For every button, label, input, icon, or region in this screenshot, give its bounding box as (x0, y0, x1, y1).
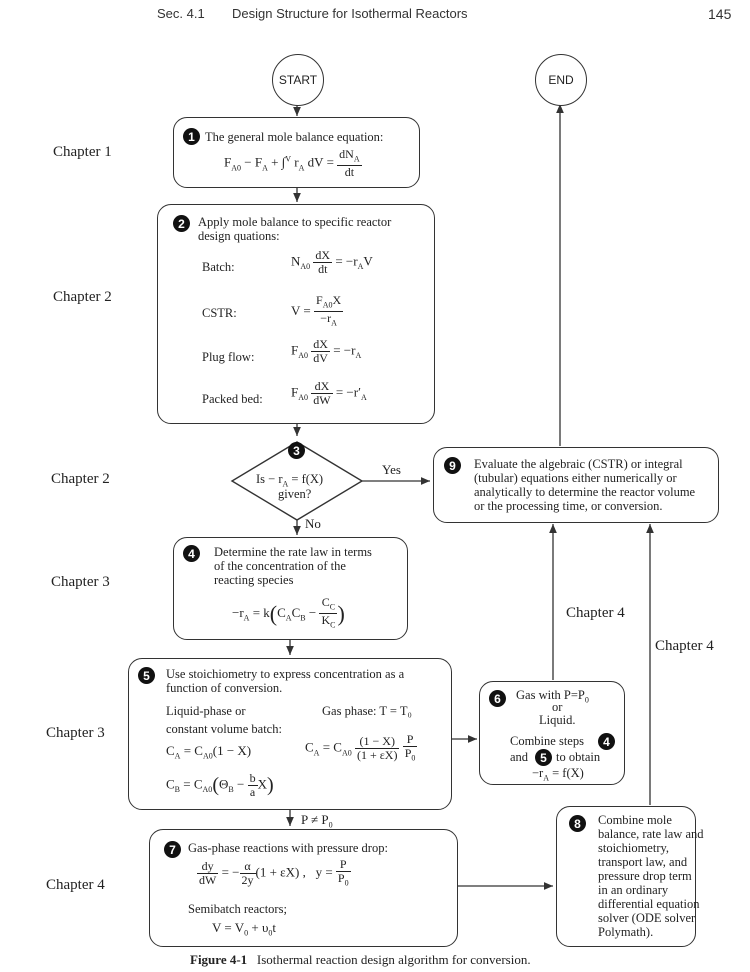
step4-rate-law-box: 4 Determine the rate law in terms of the… (173, 537, 408, 640)
semibatch-equation: V = V0 + υ0t (212, 920, 277, 938)
decision-line2: given? (278, 487, 312, 501)
packed-bed-label: Packed bed: (202, 392, 263, 406)
step5-stoichiometry-box: 5 Use stoichiometry to express concentra… (128, 658, 452, 810)
step6-line5: and (510, 750, 529, 764)
liquid-phase-line1: Liquid-phase or (166, 704, 246, 718)
step-number-7: 7 (164, 841, 181, 858)
step2-title-line2: design quations: (198, 229, 280, 243)
step7-pressure-drop-box: 7 Gas-phase reactions with pressure drop… (149, 829, 458, 947)
step6-ref-4: 4 (598, 733, 615, 750)
section-number: Sec. 4.1 (157, 6, 205, 21)
semibatch-label: Semibatch reactors; (188, 902, 287, 916)
section-title: Design Structure for Isothermal Reactors (232, 6, 468, 21)
step4-line3: reacting species (214, 573, 294, 587)
chapter-label-3: Chapter 3 (51, 574, 110, 590)
step9-line3: analytically to determine the reactor vo… (474, 485, 696, 499)
step6-line6: to obtain (556, 750, 601, 764)
start-node: START (272, 54, 324, 106)
plug-flow-label: Plug flow: (202, 350, 255, 364)
step6-line3: Liquid. (539, 713, 576, 727)
figure-caption: Figure 4-1 Isothermal reaction design al… (190, 952, 531, 968)
step1-mole-balance-box: 1 The general mole balance equation: FA0… (173, 117, 420, 188)
step-number-6: 6 (489, 690, 506, 707)
figure-caption-text: Isothermal reaction design algorithm for… (256, 952, 531, 967)
step-number-3: 3 (288, 442, 305, 459)
step6-line4: Combine steps (510, 734, 584, 748)
step-number-2: 2 (173, 215, 190, 232)
cstr-equation: V = FA0X−rA (291, 293, 344, 328)
step6-line7: −rA = f(X) (532, 766, 584, 783)
step8-line9: Polymath). (598, 925, 654, 939)
step9-line2: (tubular) equations either numerically o… (474, 471, 677, 485)
chapter-label-1: Chapter 1 (53, 144, 112, 160)
chapter-label-3b: Chapter 3 (46, 725, 105, 741)
decision-line1: Is − rA = f(X) (256, 472, 324, 489)
step8-line7: differential equation (598, 897, 700, 911)
step7-title: Gas-phase reactions with pressure drop: (188, 841, 388, 855)
no-label: No (305, 516, 321, 531)
page-number: 145 (708, 6, 732, 22)
step6-line2: or (552, 700, 563, 714)
step9-line4: or the processing time, or conversion. (474, 499, 663, 513)
step6-ref-5: 5 (535, 749, 552, 766)
step2-title-line1: Apply mole balance to specific reactor (198, 215, 392, 229)
liquid-phase-line2: constant volume batch: (166, 722, 282, 736)
step-number-8: 8 (569, 815, 586, 832)
step-number-5: 5 (138, 667, 155, 684)
step8-line5: pressure drop term (598, 869, 692, 883)
end-node: END (535, 54, 587, 106)
yes-label: Yes (382, 462, 401, 477)
chapter-label-4: Chapter 4 (46, 877, 105, 893)
step8-line6: in an ordinary (598, 883, 669, 897)
step6-line1: Gas with P=P0 (516, 688, 589, 705)
step-number-4: 4 (183, 545, 200, 562)
step4-line1: Determine the rate law in terms (214, 545, 372, 559)
start-label: START (278, 73, 318, 87)
batch-label: Batch: (202, 260, 235, 274)
step8-line3: stoichiometry, (598, 841, 670, 855)
step5-title-line1: Use stoichiometry to express concentrati… (166, 667, 405, 681)
gas-phase-label: Gas phase: T = T₀ (322, 704, 412, 718)
side-chapter-label-4a: Chapter 4 (566, 605, 625, 621)
step4-line2: of the concentration of the (214, 559, 346, 573)
step8-line8: solver (ODE solver (598, 911, 696, 925)
chapter-label-2: Chapter 2 (53, 289, 112, 305)
step8-line1: Combine mole (598, 813, 672, 827)
step-number-1: 1 (183, 128, 200, 145)
cstr-label: CSTR: (202, 306, 237, 320)
step6-combine-box: 6 Gas with P=P0 or Liquid. Combine steps… (479, 681, 625, 785)
step5-title-line2: function of conversion. (166, 681, 283, 695)
step8-line4: transport law, and (598, 855, 688, 869)
step2-design-equations-box: 2 Apply mole balance to specific reactor… (157, 204, 435, 424)
decision-diamond (230, 441, 364, 521)
step9-evaluate-box: 9 Evaluate the algebraic (CSTR) or integ… (433, 447, 719, 523)
step1-title: The general mole balance equation: (205, 130, 384, 144)
end-label: END (548, 73, 574, 87)
side-chapter-label-4b: Chapter 4 (655, 638, 714, 654)
step9-line1: Evaluate the algebraic (CSTR) or integra… (474, 457, 683, 471)
step8-line2: balance, rate law and (598, 827, 704, 841)
step-number-9: 9 (444, 457, 461, 474)
chapter-label-2b: Chapter 2 (51, 471, 110, 487)
pressure-not-equal-label: P ≠ P0 (301, 812, 333, 830)
figure-label: Figure 4-1 (190, 952, 248, 967)
ca-liquid-equation: CA = CA0(1 − X) (166, 743, 252, 761)
step8-ode-solver-box: 8 Combine mole balance, rate law and sto… (556, 806, 704, 947)
